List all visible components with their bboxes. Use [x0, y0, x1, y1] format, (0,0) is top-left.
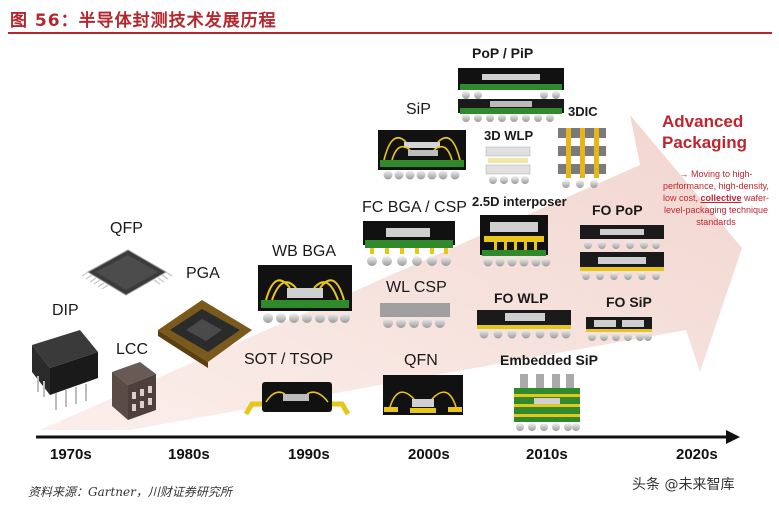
title-divider — [8, 32, 772, 34]
label-embedded-sip: Embedded SiP — [500, 352, 599, 368]
pop-pip-package-image — [458, 68, 564, 122]
label-3d-wlp: 3D WLP — [484, 128, 534, 143]
3dic-package-image — [558, 128, 606, 188]
label-fo-pop: FO PoP — [592, 202, 643, 218]
lcc-package-image — [112, 362, 156, 420]
label-qfp: QFP — [110, 220, 143, 237]
advanced-note-emphasis: collective — [700, 193, 742, 203]
era-1990s: 1990s — [288, 446, 330, 463]
interposer-25d-package-image — [480, 215, 551, 267]
fc-bga-csp-package-image — [363, 221, 455, 266]
era-2020s: 2020s — [676, 446, 718, 463]
figure-title: 图 56：半导体封测技术发展历程 — [10, 11, 277, 31]
label-wb-bga: WB BGA — [272, 243, 337, 260]
advanced-packaging-heading: Advanced Packaging — [662, 111, 747, 153]
advanced-heading-line2: Packaging — [662, 133, 748, 152]
era-1980s: 1980s — [168, 446, 210, 463]
qfp-package-image — [81, 249, 173, 296]
label-fo-sip: FO SiP — [606, 294, 652, 310]
dip-package-image — [32, 330, 98, 410]
label-wl-csp: WL CSP — [386, 279, 447, 296]
label-sot-tsop: SOT / TSOP — [244, 351, 334, 368]
fo-wlp-package-image — [477, 310, 571, 339]
label-sip: SiP — [406, 101, 431, 118]
wl-csp-package-image — [380, 303, 450, 328]
advanced-heading-line1: Advanced — [662, 112, 744, 131]
timeline-arrowhead — [726, 430, 740, 444]
advanced-note-after: wafer-level-packaging technique standard… — [663, 193, 770, 227]
embedded-sip-package-image — [514, 374, 580, 431]
label-25d-interposer: 2.5D interposer — [472, 194, 567, 209]
label-pga: PGA — [186, 265, 220, 282]
era-1970s: 1970s — [50, 446, 92, 463]
pga-package-image — [158, 300, 252, 368]
advanced-note-before: → Moving to high-performance, high-densi… — [662, 169, 769, 203]
label-fo-wlp: FO WLP — [494, 290, 549, 306]
label-pop-pip: PoP / PiP — [472, 45, 534, 61]
source-note: 资料来源：Gartner，川财证券研究所 — [28, 485, 232, 499]
sip-package-image — [378, 130, 466, 180]
evolution-arrow — [40, 115, 742, 430]
qfn-package-image — [383, 375, 463, 415]
fo-pop-package-image — [580, 225, 664, 280]
fo-sip-package-image — [586, 317, 652, 341]
label-lcc: LCC — [116, 341, 149, 358]
era-2010s: 2010s — [526, 446, 568, 463]
advanced-packaging-note: → Moving to high-performance, high-densi… — [660, 168, 772, 228]
wb-bga-package-image — [258, 265, 352, 323]
label-dip: DIP — [52, 302, 79, 319]
3d-wlp-package-image — [485, 146, 531, 184]
label-qfn: QFN — [404, 352, 438, 369]
era-2000s: 2000s — [408, 446, 450, 463]
sot-tsop-package-image — [243, 382, 351, 416]
label-fc-bga-csp: FC BGA / CSP — [362, 199, 467, 216]
watermark-text: 头条 @未来智库 — [632, 477, 735, 493]
label-3dic: 3DIC — [568, 104, 598, 119]
